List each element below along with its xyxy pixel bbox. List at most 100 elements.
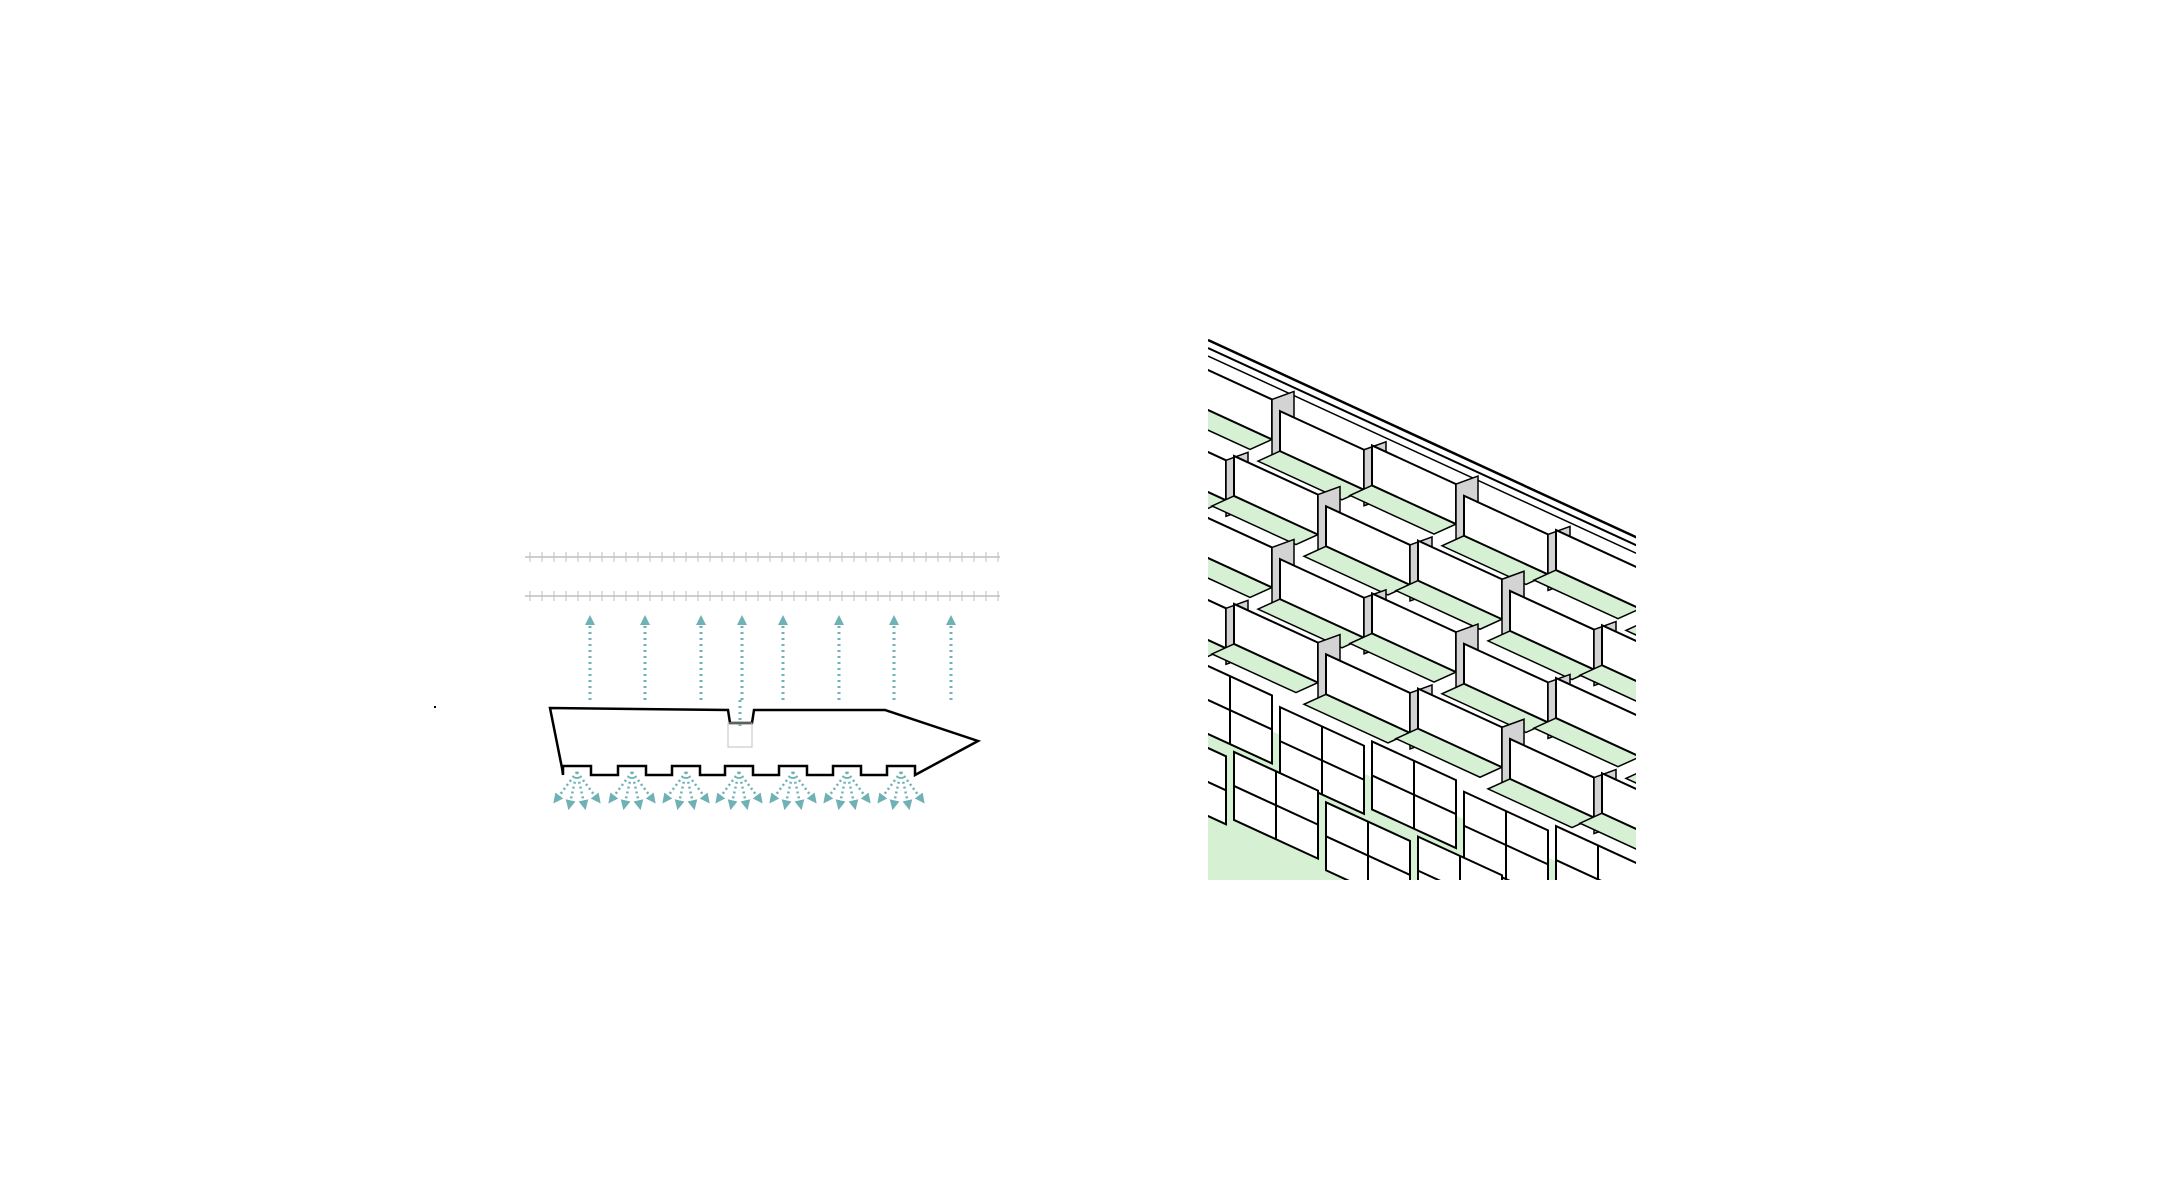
roof-edge-inner — [1208, 347, 1636, 547]
balcony-module — [1672, 824, 1800, 919]
shopfront — [1694, 972, 1778, 1079]
fan-arrow — [685, 771, 710, 804]
balcony-parapet — [1786, 858, 1870, 937]
transom — [1510, 921, 1594, 960]
transom — [1096, 656, 1180, 695]
balcony-side — [1824, 793, 1846, 857]
transom — [1325, 835, 1411, 876]
fan-arrow — [899, 771, 913, 811]
ground-floor-unit — [1463, 790, 1549, 880]
balcony-slab — [1672, 716, 1778, 765]
balcony-slab — [1672, 864, 1778, 913]
balcony-module — [1624, 728, 1754, 823]
fan-arrow — [791, 771, 805, 811]
building-plan-outline — [548, 706, 982, 778]
balcony-parapet — [1648, 580, 1732, 659]
balcony-side — [1732, 611, 1754, 675]
fan-arrow — [565, 771, 579, 811]
transom — [1694, 1006, 1778, 1045]
shopfront — [1096, 622, 1180, 729]
ground-floor-unit — [1555, 824, 1636, 880]
bay-view-fan — [553, 771, 601, 811]
balcony-slab — [1718, 655, 1824, 704]
balcony-parapet — [1740, 763, 1824, 842]
fan-arrow — [620, 771, 634, 811]
fan-arrow — [737, 771, 751, 811]
ground-floor-unit — [1740, 911, 1824, 1018]
balcony-slab — [1718, 803, 1824, 852]
ground-floor-unit — [1694, 972, 1778, 1079]
stray-mark — [434, 706, 436, 708]
transom — [1786, 1040, 1870, 1079]
balcony-parapet — [1694, 676, 1778, 755]
fan-arrow — [715, 771, 740, 804]
balcony-module — [1718, 763, 1846, 858]
balcony-module — [1532, 528, 1636, 620]
balcony-slab — [1624, 625, 1636, 636]
balcony-side — [1686, 656, 1708, 720]
ground-floor-unit — [1510, 887, 1594, 994]
balcony-module — [1074, 326, 1202, 421]
shopfront — [1740, 911, 1824, 1018]
rail-track — [525, 591, 1000, 601]
fan-arrow — [792, 771, 817, 804]
transom — [1602, 955, 1686, 994]
ground-floor-unit — [1602, 921, 1686, 1028]
balcony-parapet — [1648, 728, 1732, 807]
fan-arrow — [781, 771, 795, 811]
transom — [1740, 945, 1824, 984]
balcony-side — [1778, 706, 1800, 770]
balcony-side — [1870, 741, 1892, 805]
balcony-parapet — [1208, 598, 1227, 650]
balcony-parapet — [1601, 771, 1636, 830]
balcony-slab — [1624, 773, 1636, 784]
balcony-module — [1578, 771, 1636, 850]
ground-floor-unit — [1648, 876, 1732, 983]
transom — [1648, 910, 1732, 949]
balcony-module — [1074, 474, 1202, 569]
ground-floor-unit — [1786, 1006, 1870, 1113]
ground-floor-unit — [1096, 622, 1180, 729]
fan-arrow — [769, 771, 794, 804]
balcony-parapet — [1096, 474, 1180, 553]
bay-view-fan — [769, 771, 817, 811]
balcony-side — [1778, 854, 1800, 918]
bay-view-fan — [715, 771, 763, 811]
ground-floor-unit — [1208, 746, 1227, 826]
balcony-side — [1180, 357, 1202, 421]
balcony-parapet — [1555, 528, 1636, 608]
balcony-side — [1180, 505, 1202, 569]
balcony-side — [1732, 759, 1754, 823]
ground-floor-unit — [1371, 739, 1457, 850]
balcony-module — [1578, 623, 1708, 720]
fan-arrow — [727, 771, 741, 811]
balcony-slab — [1764, 898, 1870, 947]
ground-floor-unit — [1208, 664, 1273, 766]
balcony-module — [1208, 368, 1295, 457]
fan-arrow — [889, 771, 903, 811]
transom — [1208, 698, 1273, 731]
balcony-module — [1672, 676, 1800, 771]
shopfront — [1555, 824, 1636, 880]
balcony-side — [1824, 645, 1846, 709]
fan-arrow — [738, 771, 763, 804]
balcony-module — [1764, 710, 1892, 805]
balcony-module — [1532, 676, 1636, 768]
fan-arrow — [630, 771, 644, 811]
balcony-module — [1718, 615, 1846, 710]
fan-arrow — [835, 771, 849, 811]
fan-arrow — [576, 771, 601, 804]
ground-floor-unit — [1417, 835, 1503, 880]
balcony-slab — [1764, 750, 1870, 799]
balcony-parapet — [1786, 710, 1870, 789]
transom — [1417, 869, 1441, 880]
bay-view-fan — [608, 771, 656, 811]
transom — [1233, 785, 1319, 826]
ground-floor-unit — [1325, 800, 1411, 880]
fan-arrow — [845, 771, 859, 811]
fan-arrow — [631, 771, 656, 804]
balcony-side — [1870, 889, 1892, 953]
balcony-parapet — [1208, 450, 1227, 502]
